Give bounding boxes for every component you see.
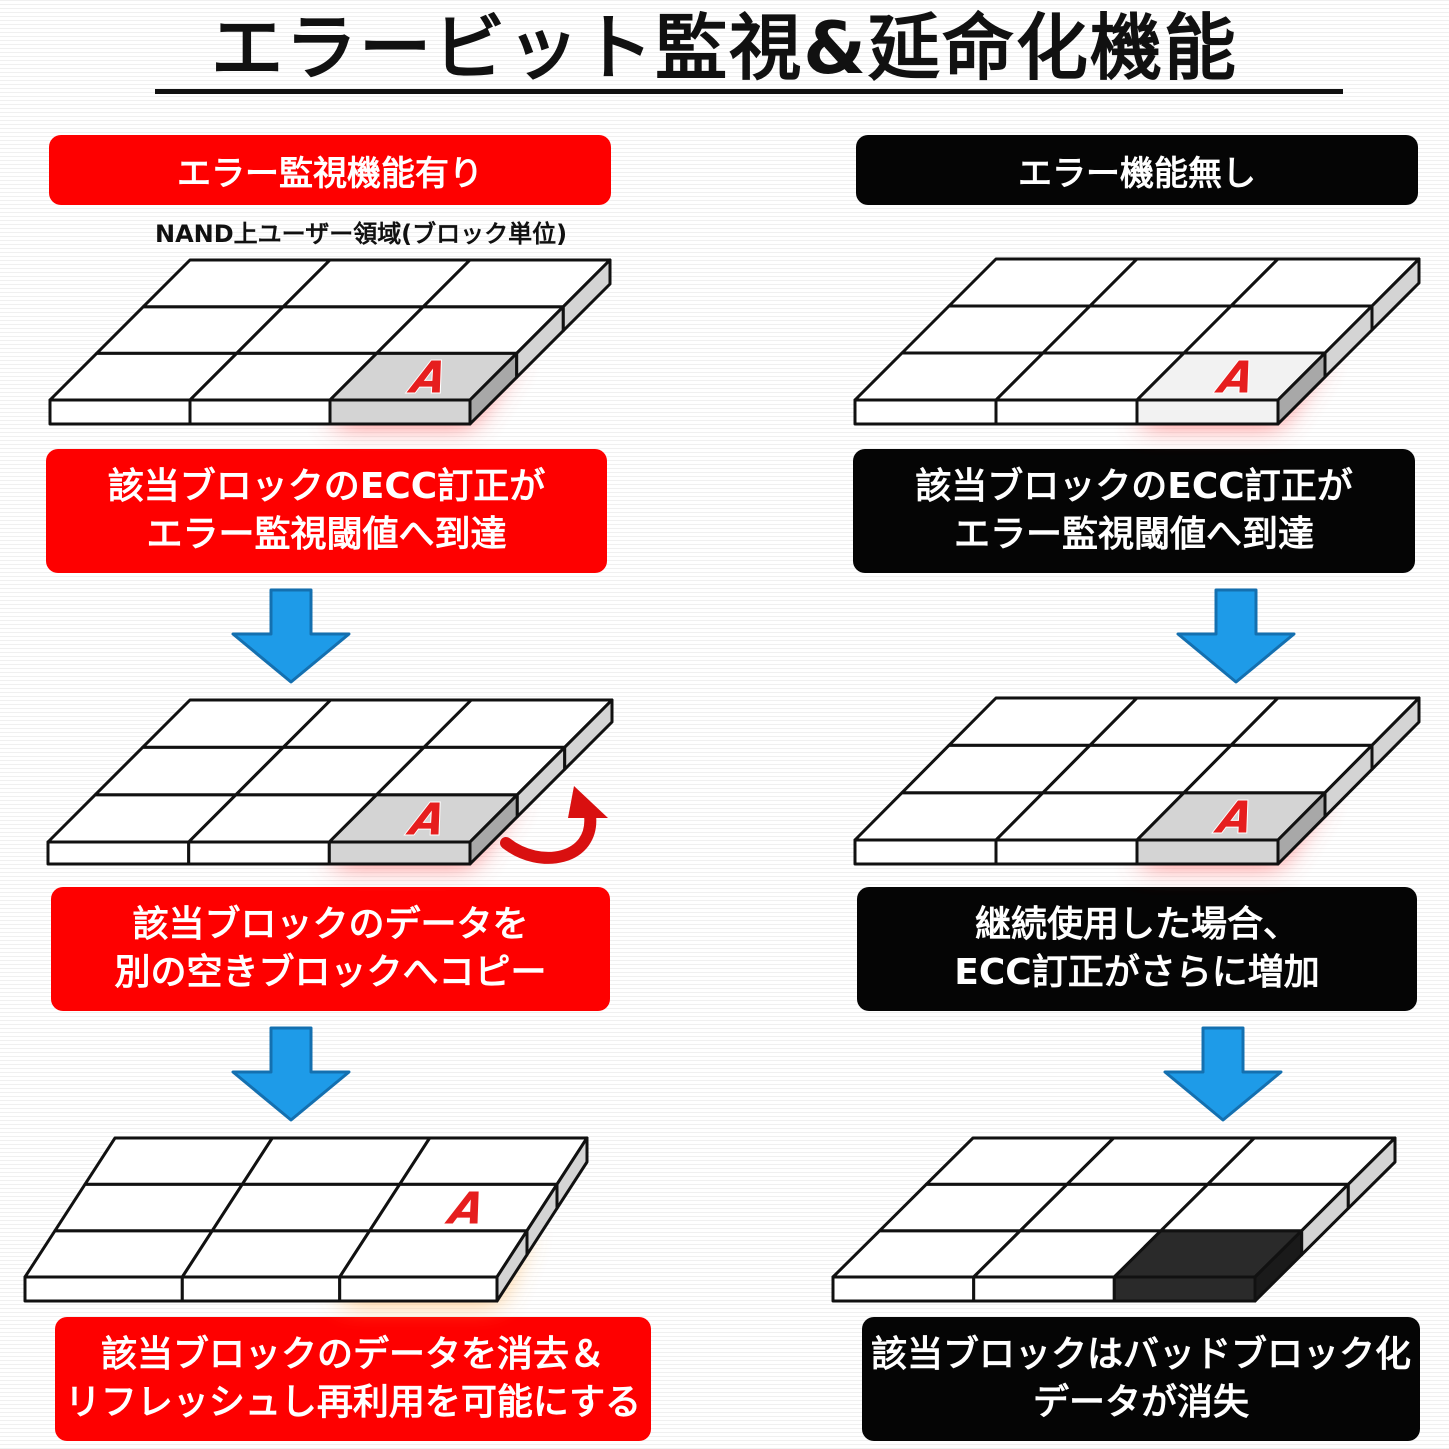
left-step-2-front-face-1 <box>46 840 191 866</box>
right-header-box: エラー機能無し <box>856 135 1418 205</box>
left-step-1-box: 該当ブロックのECC訂正が エラー監視閾値へ到達 <box>46 449 607 573</box>
left-step-3-cell-r3-c1 <box>83 1136 274 1186</box>
left-step-3-nand-grid: A <box>23 1136 589 1303</box>
left-step-2-line-2: 別の空きブロックへコピー <box>114 952 547 993</box>
left-step-1-front-face-1 <box>48 398 192 426</box>
right-header-label: エラー機能無し <box>1018 153 1256 194</box>
right-step-2-nand-grid: A <box>853 696 1421 866</box>
left-header-box: エラー監視機能有り <box>49 135 611 205</box>
left-step-3-cell-r1-c1 <box>23 1229 214 1279</box>
left-step-3-cell-r2-c1 <box>53 1182 244 1233</box>
right-step-3-line-2: データが消失 <box>1032 1382 1249 1423</box>
left-step-1-front-face-2 <box>188 398 332 426</box>
page-title: エラービット監視&延命化機能 <box>211 6 1238 90</box>
nand-area-label: NAND上ユーザー領域(ブロック単位) <box>155 220 568 248</box>
left-header-label: エラー監視機能有り <box>177 153 483 194</box>
left-step-1-side-face-3 <box>561 258 612 333</box>
left-step-3-cell-r2-c2 <box>210 1182 402 1233</box>
right-step-3-line-1: 該当ブロックはバッドブロック化 <box>870 1334 1411 1375</box>
right-step-3-box: 該当ブロックはバッドブロック化 データが消失 <box>862 1317 1420 1441</box>
left-step-2-box: 該当ブロックのデータを 別の空きブロックへコピー <box>51 887 610 1011</box>
right-step-3-side-face-3 <box>1346 1136 1397 1210</box>
left-step-3-cell-r3-c3 <box>398 1136 589 1186</box>
right-step-1-front-face-1 <box>853 398 998 426</box>
left-step-3-cell-r1-c3 <box>338 1229 529 1279</box>
right-step-1-box: 該当ブロックのECC訂正が エラー監視閾値へ到達 <box>853 449 1415 573</box>
left-step-3-line-2: リフレッシュし再利用を可能にする <box>64 1382 642 1423</box>
right-step-3-front-face-1 <box>831 1275 976 1303</box>
left-step-2-front-face-2 <box>187 840 331 866</box>
right-step-3-front-face-3 <box>1112 1275 1257 1303</box>
left-step-1-line-1: 該当ブロックのECC訂正が <box>107 466 546 507</box>
left-step-1-line-2: エラー監視閾値へ到達 <box>146 514 507 555</box>
copy-arrow-head <box>568 786 608 818</box>
right-step-2-front-face-2 <box>994 838 1139 866</box>
right-step-2-box: 継続使用した場合、 ECC訂正がさらに増加 <box>857 887 1417 1011</box>
left-step-3-front-face-3 <box>338 1275 499 1303</box>
right-step-2-front-face-3 <box>1135 838 1280 866</box>
left-step-1-nand-grid: A <box>48 258 612 426</box>
left-step-2-side-face-3 <box>563 698 614 771</box>
right-step-1-front-face-2 <box>994 398 1139 426</box>
left-step-3-side-face-3 <box>555 1136 589 1210</box>
left-step-3-box: 該当ブロックのデータを消去＆ リフレッシュし再利用を可能にする <box>55 1317 651 1441</box>
right-step-1-nand-grid: A <box>853 257 1421 426</box>
right-step-3-nand-grid <box>831 1136 1397 1303</box>
left-step-3-front-face-2 <box>180 1275 342 1303</box>
right-step-1-front-face-3 <box>1135 398 1280 426</box>
left-step-3-cell-r3-c2 <box>240 1136 432 1186</box>
copy-arrow-curve <box>500 809 597 864</box>
left-down-arrow-2 <box>231 1026 351 1122</box>
title-underline <box>155 89 1343 94</box>
left-step-2-line-1: 該当ブロックのデータを <box>132 904 529 945</box>
right-step-1-side-face-3 <box>1370 257 1421 332</box>
right-step-2-front-face-1 <box>853 838 998 866</box>
left-step-3-front-face-1 <box>23 1275 184 1303</box>
right-step-1-line-2: エラー監視閾値へ到達 <box>953 514 1314 555</box>
right-step-2-line-1: 継続使用した場合、 <box>974 904 1299 945</box>
right-down-arrow-1 <box>1176 588 1296 684</box>
right-step-3-front-face-2 <box>972 1275 1116 1303</box>
left-step-1-front-face-3 <box>328 398 472 426</box>
right-step-1-line-1: 該当ブロックのECC訂正が <box>915 466 1353 507</box>
right-step-2-side-face-3 <box>1370 696 1421 771</box>
left-down-arrow-1 <box>231 588 351 684</box>
right-step-2-line-2: ECC訂正がさらに増加 <box>954 952 1320 993</box>
right-down-arrow-2 <box>1163 1026 1283 1122</box>
left-step-2-nand-grid: A <box>46 698 614 866</box>
left-step-3-line-1: 該当ブロックのデータを消去＆ <box>100 1334 605 1375</box>
left-step-3-cell-r1-c2 <box>180 1229 372 1279</box>
left-step-2-front-face-3 <box>327 840 472 866</box>
